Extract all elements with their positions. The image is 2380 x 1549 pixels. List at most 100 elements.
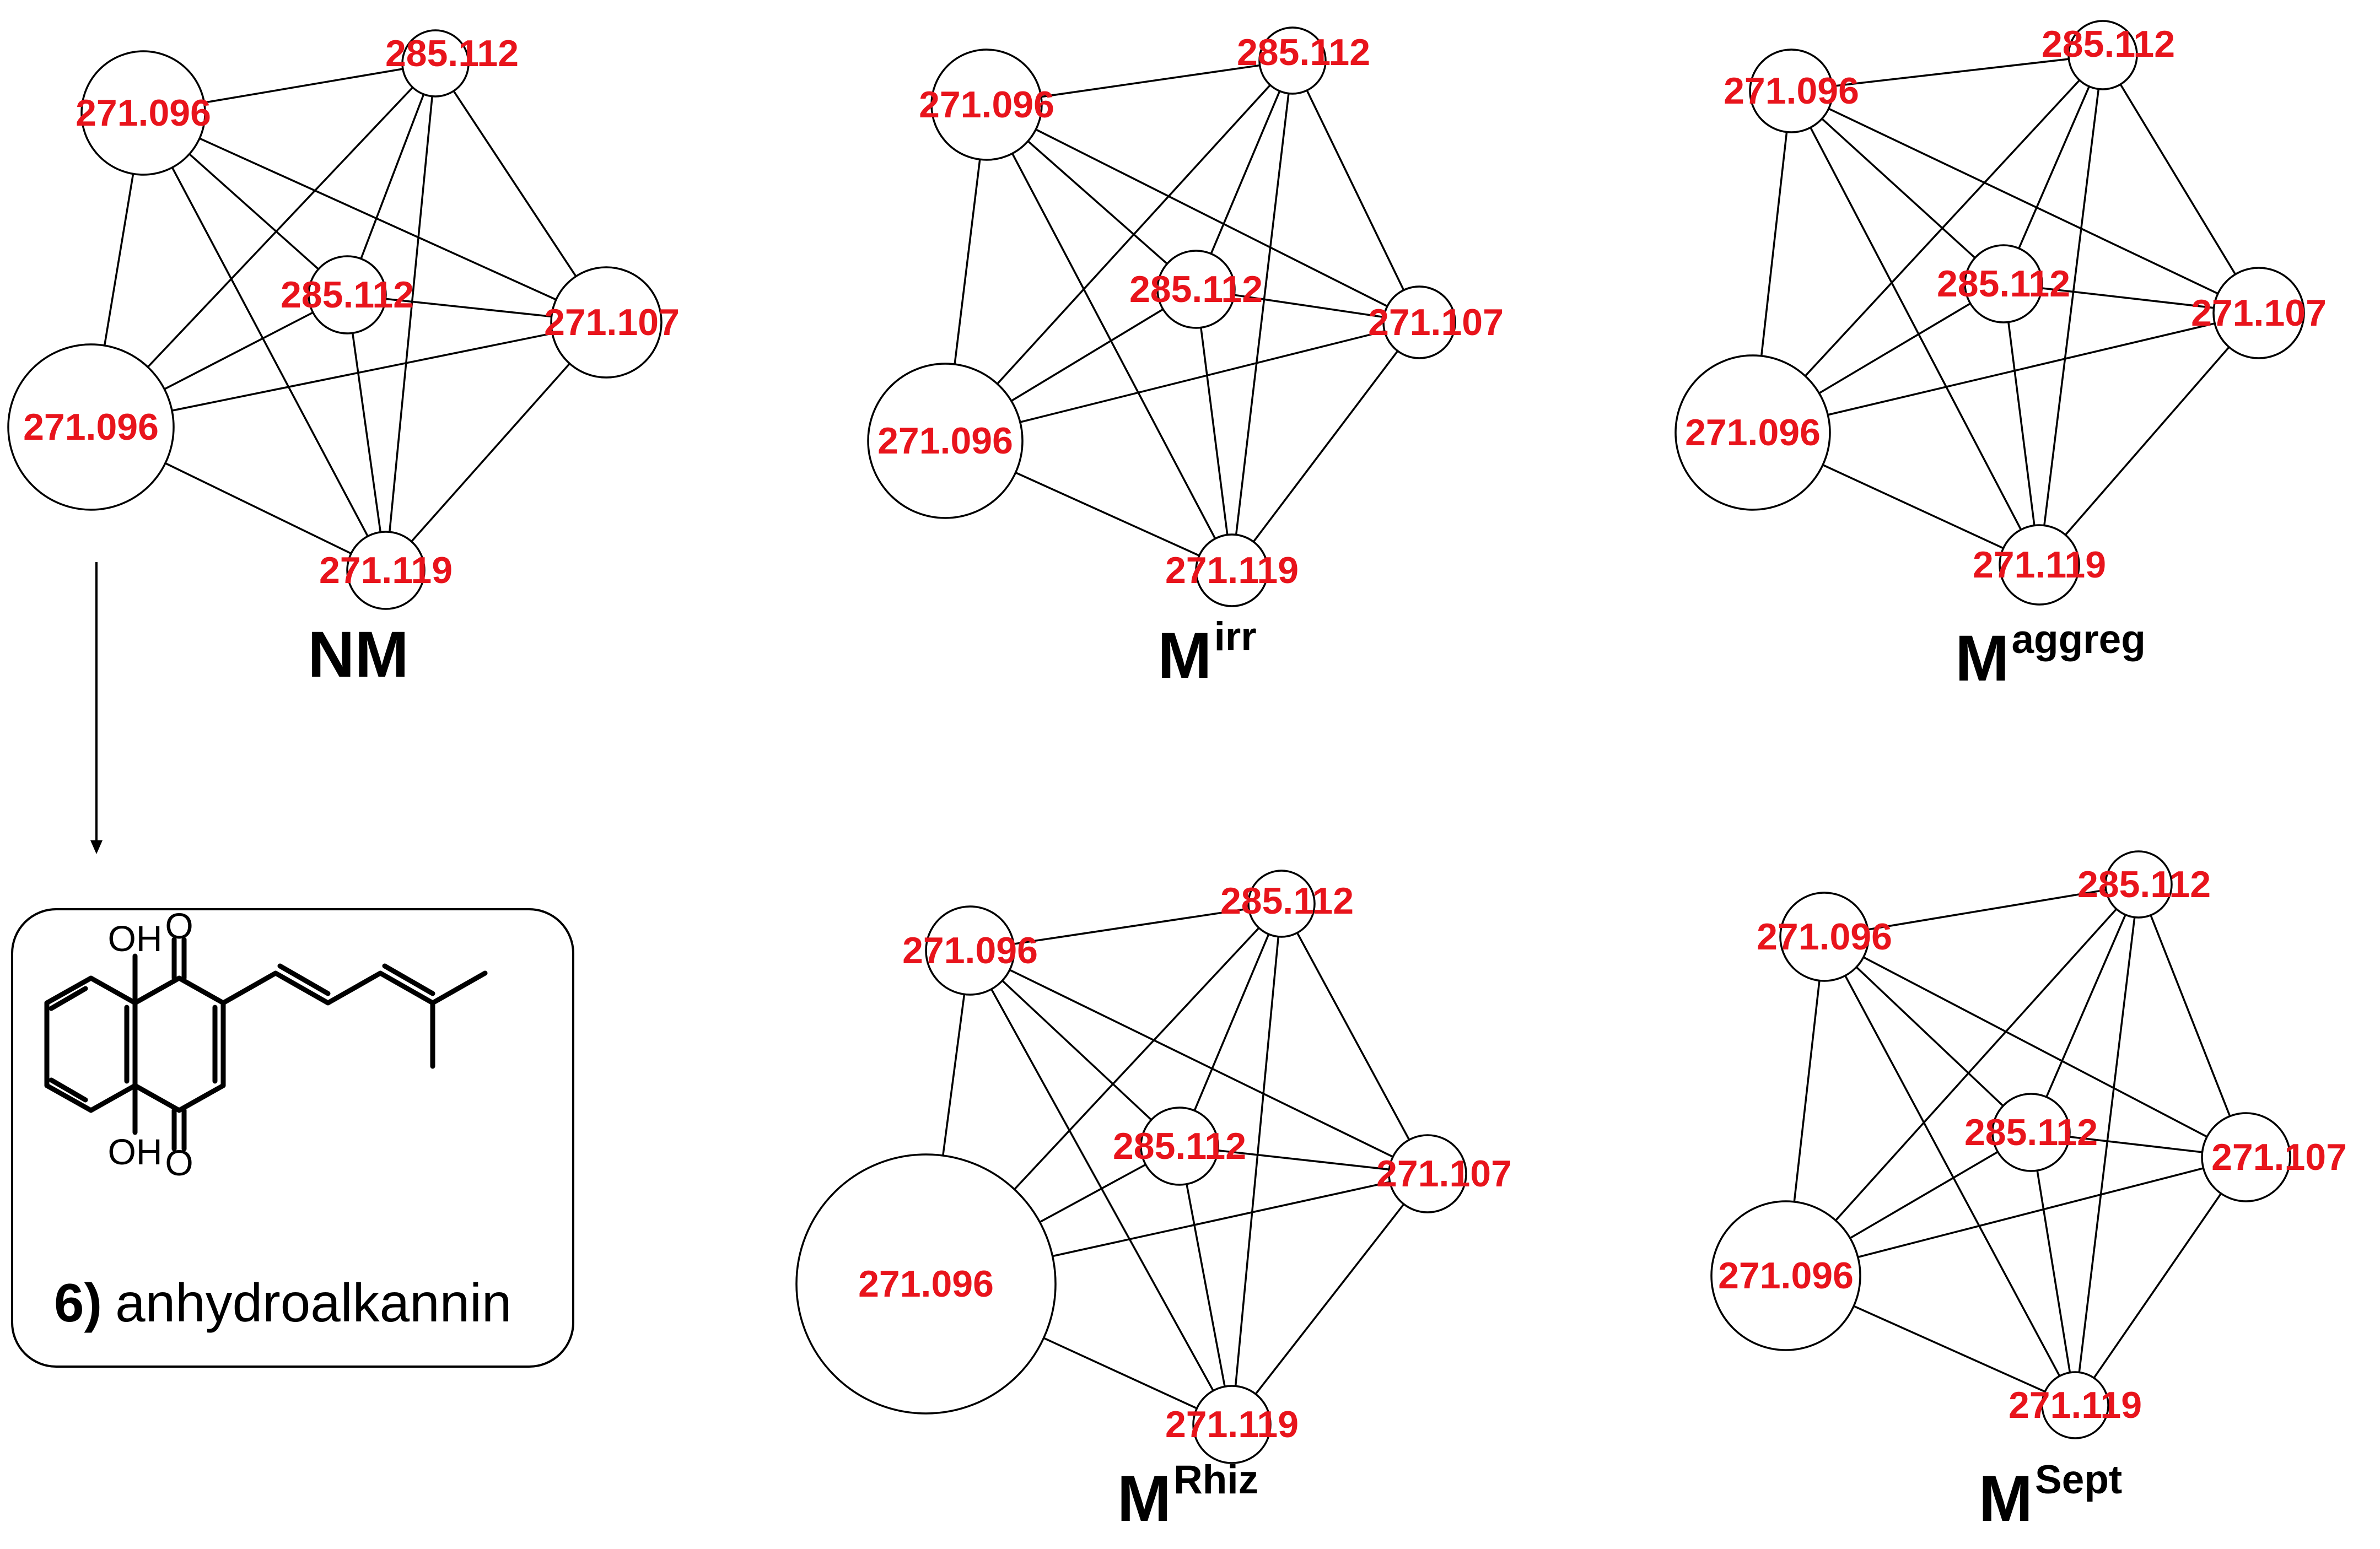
carbonyl-label-bottom: O: [165, 1142, 193, 1183]
node-label: 271.096: [1757, 916, 1892, 958]
network-node: [1964, 244, 2043, 323]
node-label: 271.119: [1165, 549, 1299, 591]
network-node: [1710, 1200, 1861, 1351]
node-label: 271.096: [1685, 412, 1821, 454]
panel-title: MRhiz: [1117, 1458, 1258, 1535]
panel-title-superscript: irr: [1214, 614, 1257, 659]
node-label: 271.096: [858, 1263, 994, 1305]
network-edge: [2038, 55, 2104, 565]
node-label: 285.112: [385, 33, 519, 74]
network-edge: [1823, 936, 2032, 1134]
node-label: 285.112: [1113, 1125, 1246, 1167]
network-node: [2201, 1112, 2291, 1202]
network-edge: [1231, 60, 1294, 571]
network-edge: [2002, 55, 2104, 284]
network-panel-Maggreg: 271.096285.112285.112271.107271.096271.1…: [1674, 20, 2327, 695]
hydroxyl-label-top: OH: [108, 918, 163, 959]
network-edge: [1824, 936, 2247, 1158]
node-label: 285.112: [1220, 880, 1354, 922]
network-node: [1195, 533, 1269, 607]
network-edge: [1785, 883, 2140, 1277]
network-panel-MRhiz: 271.096285.112285.112271.107271.096271.1…: [795, 870, 1512, 1535]
network-node: [925, 905, 1015, 996]
network-edge: [1231, 321, 1420, 571]
panel-title-main: M: [1955, 622, 2009, 695]
network-edge: [143, 112, 607, 323]
network-edge: [346, 63, 437, 295]
network-panel-MSept: 271.096285.112285.112271.107271.096271.1…: [1710, 850, 2347, 1535]
anhydroalkannin-structure: OH OH O O: [44, 905, 488, 1183]
panel-title: MSept: [1979, 1458, 2123, 1535]
node-label: 271.107: [1368, 301, 1504, 343]
network-edge: [986, 104, 1420, 323]
panel-title: Mirr: [1157, 614, 1256, 692]
network-node: [550, 266, 663, 379]
network-node: [401, 29, 470, 98]
node-label: 285.112: [1129, 268, 1263, 310]
network-edge: [1195, 60, 1294, 290]
panel-title: Maggreg: [1955, 617, 2146, 695]
network-node: [1991, 1093, 2071, 1172]
network-edge: [944, 60, 1294, 442]
network-panels: 271.096 285.112 285.112 271.107 271.096 271.1…: [7, 20, 2347, 1535]
node-label: 285.112: [2077, 863, 2211, 905]
network-node: [7, 343, 175, 511]
network-node: [1388, 1134, 1467, 1213]
network-edge: [1824, 883, 2139, 938]
network-edge: [1178, 903, 1283, 1147]
node-label: 271.107: [2211, 1136, 2347, 1178]
network-edge: [1823, 936, 2076, 1406]
network-node: [1779, 892, 1870, 982]
network-node: [1674, 354, 1831, 511]
network-edge: [1752, 312, 2259, 434]
network-edge: [2137, 884, 2247, 1158]
network-node: [867, 363, 1024, 519]
network-node: [1156, 250, 1236, 329]
network-edge: [969, 950, 1233, 1425]
compound-name: anhydroalkannin: [115, 1272, 511, 1333]
panel-title-superscript: Sept: [2035, 1458, 2122, 1502]
down-arrow: [90, 562, 103, 854]
network-edge: [945, 321, 1420, 442]
network-edge: [2074, 1157, 2247, 1406]
network-node: [2104, 850, 2173, 919]
node-label: 285.112: [1237, 31, 1370, 73]
panel-title: NM: [308, 618, 409, 691]
network-node: [795, 1153, 1057, 1415]
node-label: 271.119: [319, 549, 453, 591]
network-node: [1749, 48, 1834, 133]
node-label: 271.096: [76, 92, 211, 134]
node-label: 271.107: [544, 301, 680, 343]
network-node: [1140, 1107, 1219, 1186]
network-edge: [1791, 90, 2259, 314]
network-panel-Mirr: 271.096 285.112 285.112 271.107 271.096 271.1…: [867, 26, 1504, 692]
panel-title-main: M: [1117, 1462, 1171, 1535]
network-edge: [1195, 289, 1233, 571]
node-label: 271.096: [877, 420, 1013, 462]
compound-number: 6): [54, 1272, 102, 1333]
network-node: [1382, 285, 1456, 359]
network-node: [346, 531, 426, 610]
network-edge: [1231, 903, 1283, 1425]
compound-box: OH OH O O 6)anhydroalkannin: [11, 905, 574, 1368]
node-label: 271.096: [1724, 70, 1859, 112]
network-edge: [1291, 60, 1420, 323]
network-edge: [1752, 54, 2104, 434]
network-node: [930, 48, 1043, 161]
network-edge: [346, 294, 387, 571]
network-edge: [1785, 1156, 2247, 1277]
network-edge: [2102, 55, 2260, 314]
network-node: [1999, 524, 2080, 606]
node-label: 271.096: [902, 930, 1038, 972]
compound-caption: 6)anhydroalkannin: [54, 1272, 511, 1333]
network-edge: [2030, 884, 2140, 1133]
network-node: [1192, 1385, 1272, 1464]
network-node: [2041, 1371, 2109, 1439]
network-edge: [385, 63, 437, 571]
network-edge: [2038, 312, 2260, 566]
network-edge: [2030, 1132, 2076, 1406]
node-label: 271.096: [919, 84, 1054, 126]
network-edge: [2002, 283, 2040, 565]
network-edge: [970, 949, 1428, 1175]
